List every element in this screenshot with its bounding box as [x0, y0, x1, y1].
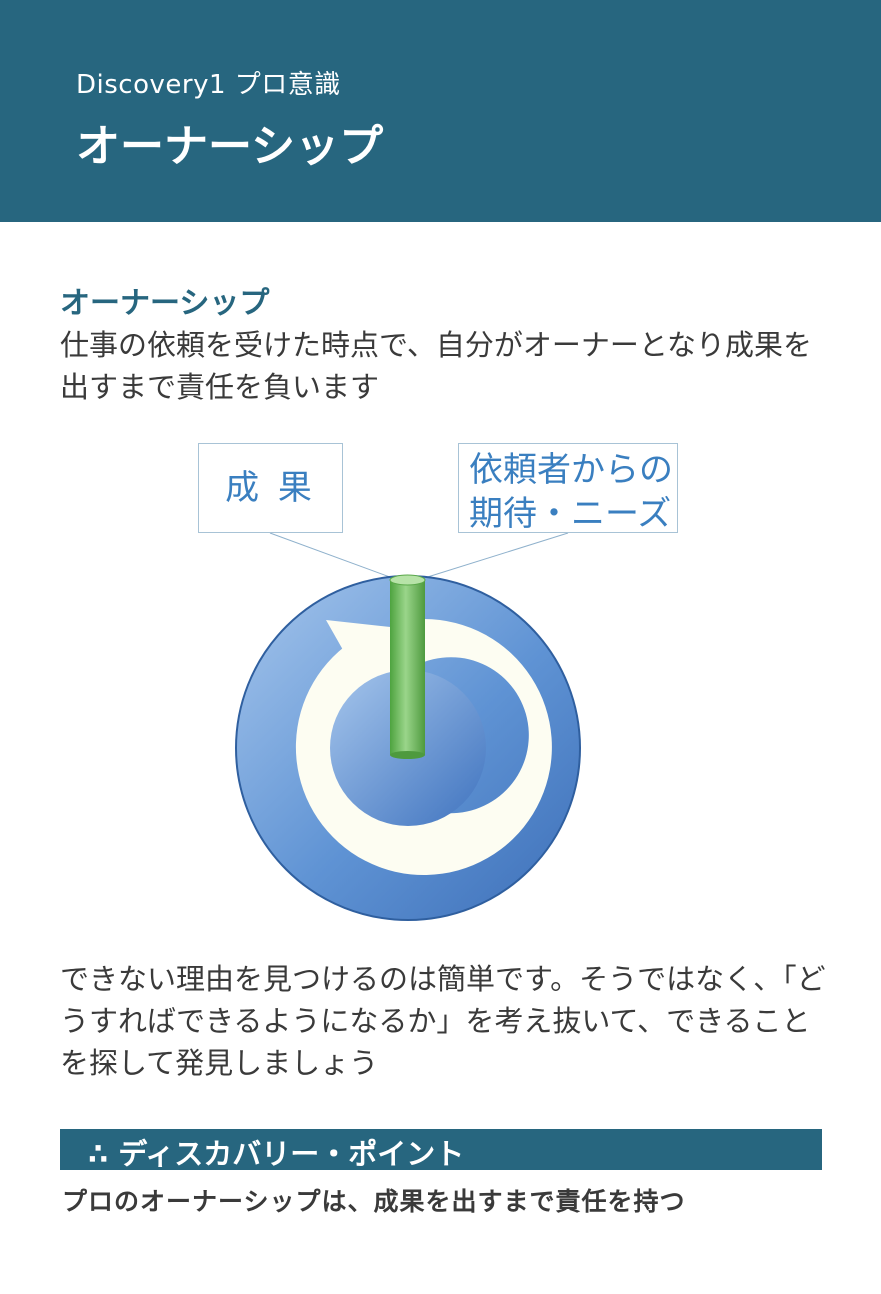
green-pole-bottom: [390, 751, 425, 759]
discovery-point-label: ∴ ディスカバリー・ポイント: [88, 1137, 465, 1171]
lead-paragraph: 仕事の依頼を受けた時点で、自分がオーナーとなり成果を出すまで責任を負います: [60, 328, 812, 404]
header-subtitle: Discovery1 プロ意識: [76, 70, 341, 100]
callout-needs-line1: 依頼者からの: [469, 450, 673, 490]
discovery-point-text: プロのオーナーシップは、成果を出すまで責任を持つ: [62, 1187, 686, 1216]
header-title: オーナーシップ: [76, 121, 384, 172]
callout-result-leader: [269, 532, 399, 581]
ownership-cycle-illustration: [235, 532, 581, 921]
green-pole-top: [389, 574, 426, 586]
body-paragraph: できない理由を見つけるのは簡単です。そうではなく、「どうすればできるようになるか…: [60, 962, 826, 1080]
page-header: Discovery1 プロ意識 オーナーシップ: [0, 0, 881, 222]
cycle-arrow: [295, 619, 552, 876]
discovery-point-bar: ∴ ディスカバリー・ポイント: [60, 1129, 822, 1171]
callout-result: 成 果: [198, 443, 343, 533]
callout-needs: 依頼者からの 期待・ニーズ: [458, 443, 678, 534]
callout-needs-leader: [417, 532, 569, 581]
callout-needs-line2: 期待・ニーズ: [469, 494, 672, 534]
section-heading: オーナーシップ: [60, 286, 270, 321]
ownership-diagram: 成 果 依頼者からの 期待・ニーズ: [0, 430, 881, 930]
green-pole: [390, 580, 425, 755]
